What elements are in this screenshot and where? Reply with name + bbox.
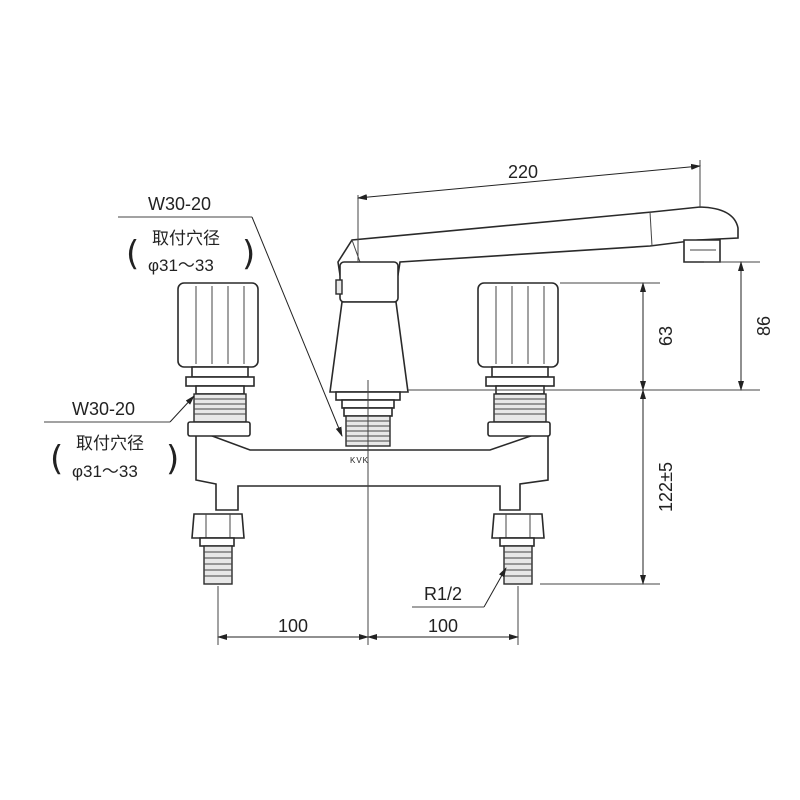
lower-callout-size: W30-20	[72, 399, 135, 419]
thread-callout: R1/2	[412, 567, 507, 608]
handle-height-label: 63	[656, 326, 676, 346]
dimension-lines	[217, 163, 744, 640]
left-valve	[177, 282, 259, 437]
right-inlet	[491, 513, 545, 585]
upper-callout-size: W30-20	[148, 194, 211, 214]
brand-mark: KVK	[350, 456, 369, 465]
upper-callout-paren-close: )	[242, 234, 255, 274]
lower-callout-paren-open: (	[50, 439, 63, 479]
center-body	[329, 261, 409, 447]
lower-callout-paren-close: )	[166, 439, 179, 479]
spout-height-label: 86	[754, 316, 774, 336]
lower-left-callout: W30-20 ( 取付穴径 φ31～33 )	[44, 395, 195, 481]
upper-callout-mount-label: 取付穴径	[152, 229, 220, 248]
upper-callout-paren-open: (	[126, 234, 139, 274]
thread-callout-label: R1/2	[424, 584, 462, 604]
spout	[337, 206, 739, 276]
right-valve	[477, 282, 559, 437]
spout-length-label: 220	[508, 162, 538, 182]
body-height-label: 122±5	[656, 462, 676, 512]
left-spacing-label: 100	[278, 616, 308, 636]
upper-left-callout: W30-20 ( 取付穴径 φ31～33 )	[118, 194, 343, 437]
left-inlet	[191, 513, 245, 585]
body-pipe: KVK	[195, 428, 549, 511]
upper-callout-hole-range: φ31～33	[148, 256, 214, 275]
lower-callout-hole-range: φ31～33	[72, 462, 138, 481]
lower-callout-mount-label: 取付穴径	[76, 434, 144, 453]
right-spacing-label: 100	[428, 616, 458, 636]
